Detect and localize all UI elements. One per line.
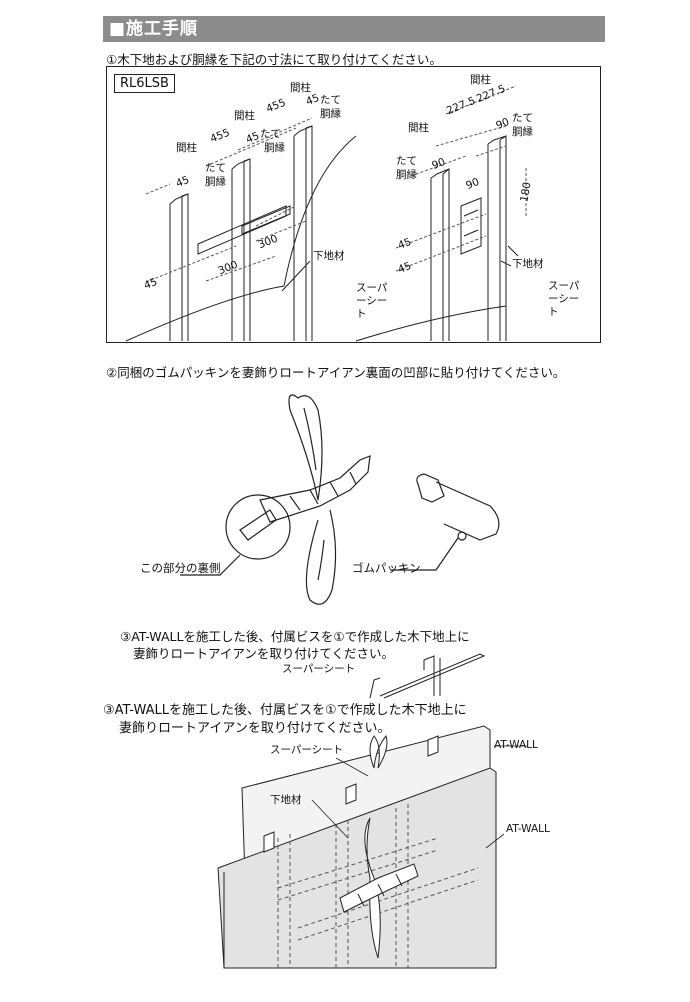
label-doubuchi: 胴縁 [512, 126, 533, 138]
label-shitaji: 下地材 [313, 250, 345, 262]
label-mabashira: 間柱 [408, 122, 429, 134]
label-super-sheet: スーパーシート [270, 744, 344, 756]
label-tate: たて [260, 128, 281, 140]
label-mabashira: 間柱 [290, 82, 311, 94]
diagram1-drawing [125, 85, 527, 342]
label-doubuchi: 胴縁 [205, 176, 226, 188]
label-back-side: この部分の裏側 [140, 561, 221, 575]
label-mabashira: 間柱 [470, 74, 491, 86]
label-shitaji: 下地材 [512, 258, 544, 270]
label-mabashira: 間柱 [234, 110, 255, 122]
label-shitaji: 下地材 [270, 794, 302, 806]
label-tate: たて [320, 94, 341, 106]
section-header: ■施工手順 [103, 16, 605, 42]
step3-preview-line2: 妻飾りロートアイアンを取り付けてください。 [133, 646, 395, 661]
label-tate: たて [512, 112, 533, 124]
diagram3-drawing [217, 725, 528, 969]
label-doubuchi: 胴縁 [396, 169, 417, 181]
label-at-wall: AT-WALL [494, 739, 538, 751]
label-super-sheet: スーパーシート [548, 280, 580, 318]
label-gasket: ゴムパッキン [352, 561, 421, 575]
diagram3-preview-drawing [369, 653, 486, 699]
label-doubuchi: 胴縁 [264, 142, 285, 154]
step3-line2: 妻飾りロートアイアンを取り付けてください。 [119, 721, 391, 736]
label-mabashira: 間柱 [176, 142, 197, 154]
label-at-wall: AT-WALL [506, 823, 550, 835]
model-label: RL6LSB [114, 74, 175, 93]
label-super-sheet: スーパーシート [356, 282, 388, 320]
label-super-sheet: スーパーシート [282, 663, 356, 675]
label-doubuchi: 胴縁 [320, 108, 341, 120]
step3-line1: ③AT-WALLを施工した後、付属ビスを①で作成した木下地上に [103, 703, 467, 718]
step2-text: ②同梱のゴムパッキンを妻飾りロートアイアン裏面の凹部に貼り付けてください。 [106, 365, 566, 380]
label-tate: たて [396, 155, 417, 167]
step3-preview-line1: ③AT-WALLを施工した後、付属ビスを①で作成した木下地上に [120, 629, 470, 644]
diagram2-drawing [180, 394, 500, 605]
step1-text: ①木下地および胴縁を下記の寸法にて取り付けてください。 [106, 52, 442, 67]
label-tate: たて [205, 162, 226, 174]
